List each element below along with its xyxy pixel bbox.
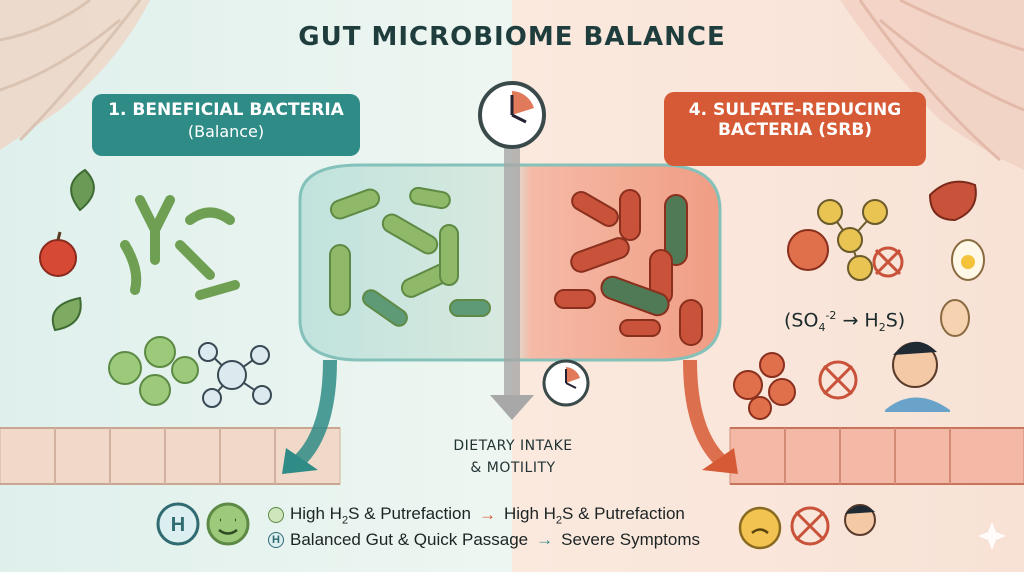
smiley-icon bbox=[206, 502, 250, 546]
arrow-icon: → bbox=[478, 505, 496, 525]
legend-row-1: High H2S & Putrefaction → High H2S & Put… bbox=[268, 504, 685, 526]
no-symbol-icon bbox=[790, 506, 830, 546]
formula-sub: 4 bbox=[818, 321, 826, 335]
clock-icon bbox=[478, 81, 546, 149]
steak-icon bbox=[928, 180, 977, 222]
right-flow-arrow bbox=[683, 359, 726, 465]
egg-icon bbox=[940, 299, 970, 337]
smiley-icon bbox=[108, 336, 199, 406]
formula-sup: -2 bbox=[825, 309, 837, 322]
person-sick-icon bbox=[844, 504, 876, 536]
sulfate-reduction-formula: (SO4-2 → H2S) bbox=[784, 309, 905, 334]
molecule-icon bbox=[198, 342, 272, 408]
page-title: GUT MICROBIOME BALANCE bbox=[298, 22, 726, 52]
apple-icon bbox=[39, 231, 77, 277]
intestinal-wall-left bbox=[0, 427, 341, 485]
svg-text:H: H bbox=[171, 514, 185, 536]
intestinal-wall-right bbox=[729, 427, 1024, 485]
bacteria-y-icon bbox=[120, 195, 240, 300]
leaf-icon bbox=[51, 296, 82, 332]
srb-callout: 4. SULFATE-REDUCING BACTERIA (SRB) bbox=[664, 92, 926, 166]
legend-row1-left: High H2S & Putrefaction bbox=[290, 504, 471, 527]
tissue-top-right bbox=[840, 0, 1024, 170]
formula-right: H bbox=[864, 309, 879, 332]
person-sick-icon bbox=[885, 341, 950, 412]
tissue-top-left bbox=[0, 0, 150, 150]
callout-line-2: BACTERIA (SRB) bbox=[717, 120, 873, 140]
formula-arrow: → bbox=[842, 309, 859, 332]
sparkle-icon bbox=[978, 522, 1006, 550]
formula-right-end: S) bbox=[885, 309, 906, 332]
legend-row-2: H Balanced Gut & Quick Passage → Severe … bbox=[268, 530, 700, 550]
callout-line-1: 4. SULFATE-REDUCING bbox=[688, 100, 902, 120]
no-symbol-icon bbox=[818, 360, 858, 400]
hydrogen-chip-icon: H bbox=[268, 532, 284, 548]
beneficial-bacteria-cluster bbox=[329, 186, 491, 327]
label-line-2: & MOTILITY bbox=[470, 460, 556, 476]
callout-line-2: (Balance) bbox=[187, 122, 265, 141]
smiley-chip-icon bbox=[268, 507, 284, 524]
callout-line-1: 1. BENEFICIAL BACTERIA bbox=[108, 100, 344, 120]
legend-row2-left: Balanced Gut & Quick Passage bbox=[290, 530, 529, 549]
sulfur-molecule-icon bbox=[817, 199, 888, 281]
dietary-intake-label: DIETARY INTAKE & MOTILITY bbox=[428, 435, 598, 479]
srb-bacteria-cluster bbox=[554, 189, 703, 346]
sad-face-icon bbox=[738, 506, 782, 550]
sad-face-icon bbox=[787, 229, 829, 271]
formula-left: (SO bbox=[784, 309, 819, 332]
label-line-1: DIETARY INTAKE bbox=[453, 438, 573, 454]
sad-face-icon bbox=[733, 352, 796, 420]
left-flow-arrow bbox=[294, 359, 337, 465]
egg-icon bbox=[951, 239, 985, 281]
arrow-icon: → bbox=[536, 530, 554, 549]
beneficial-bacteria-callout: 1. BENEFICIAL BACTERIA (Balance) bbox=[92, 94, 360, 156]
legend-row1-right: High H2S & Putrefaction bbox=[503, 504, 685, 527]
formula-right-sub: 2 bbox=[878, 321, 886, 335]
hydrogen-icon: H bbox=[156, 502, 200, 546]
no-symbol-icon bbox=[872, 246, 904, 278]
clock-icon bbox=[542, 359, 590, 407]
leaf-icon bbox=[70, 168, 95, 212]
legend-row2-right: Severe Symptoms bbox=[561, 530, 701, 549]
